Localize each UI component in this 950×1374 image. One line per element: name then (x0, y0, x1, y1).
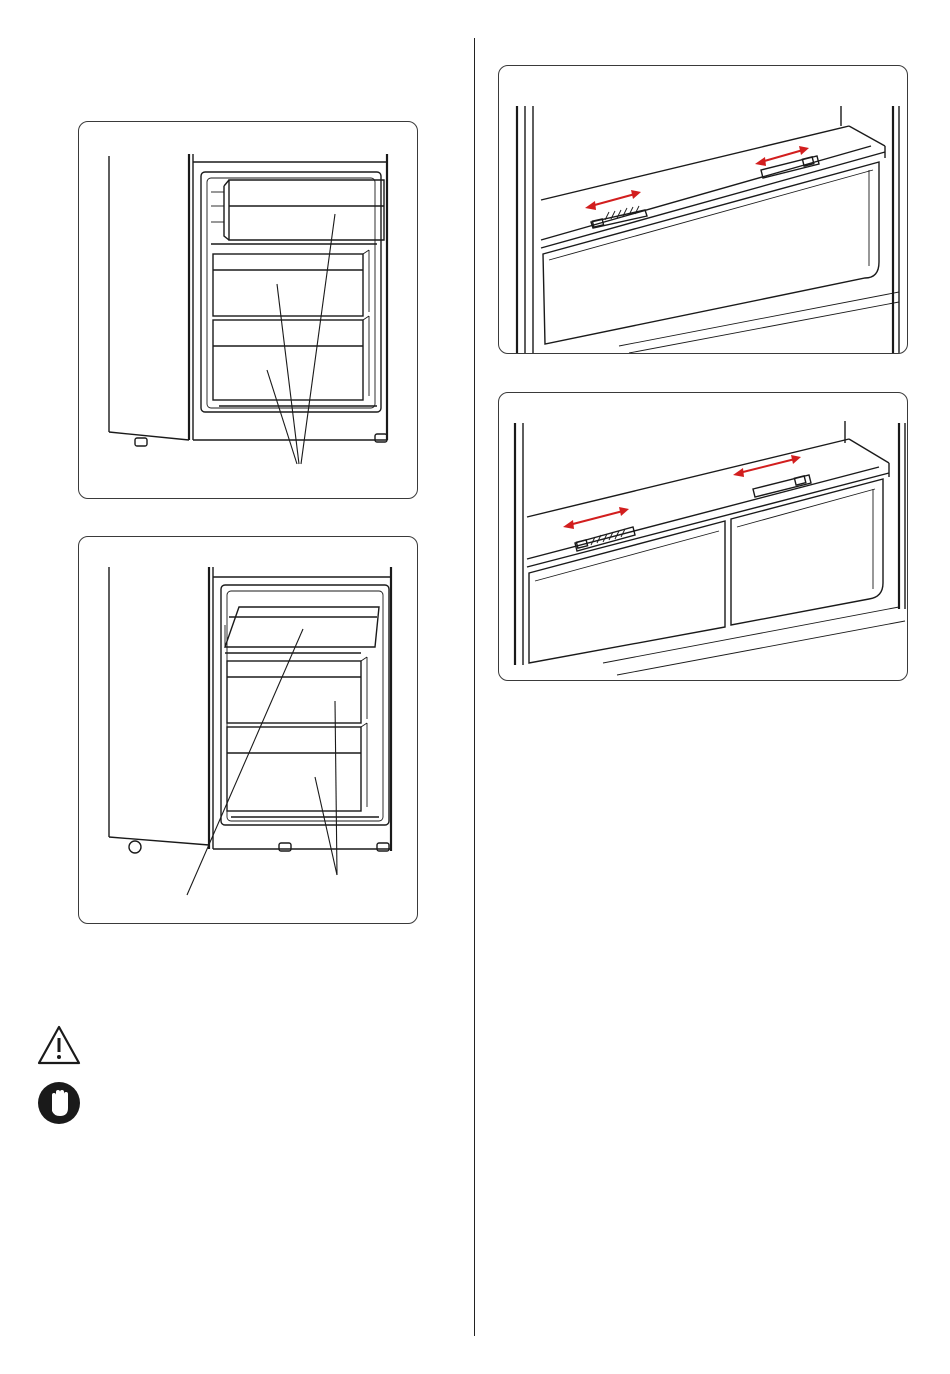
figure-crisper-slider-double (498, 392, 908, 681)
figure-freezer-drawers-1 (78, 121, 418, 499)
freezer-illustration-2 (79, 537, 417, 923)
crisper-illustration-2 (499, 393, 907, 680)
vent-slider-right-2 (753, 475, 811, 497)
warning-triangle-icon (36, 1024, 82, 1066)
figure-crisper-slider-single (498, 65, 908, 354)
crisper-illustration-1 (499, 66, 907, 353)
stop-hand-icon (37, 1081, 81, 1125)
figure-freezer-drawers-2 (78, 536, 418, 924)
column-divider (474, 38, 475, 1336)
vent-slider-left (591, 206, 647, 228)
freezer-illustration-1 (79, 122, 417, 498)
